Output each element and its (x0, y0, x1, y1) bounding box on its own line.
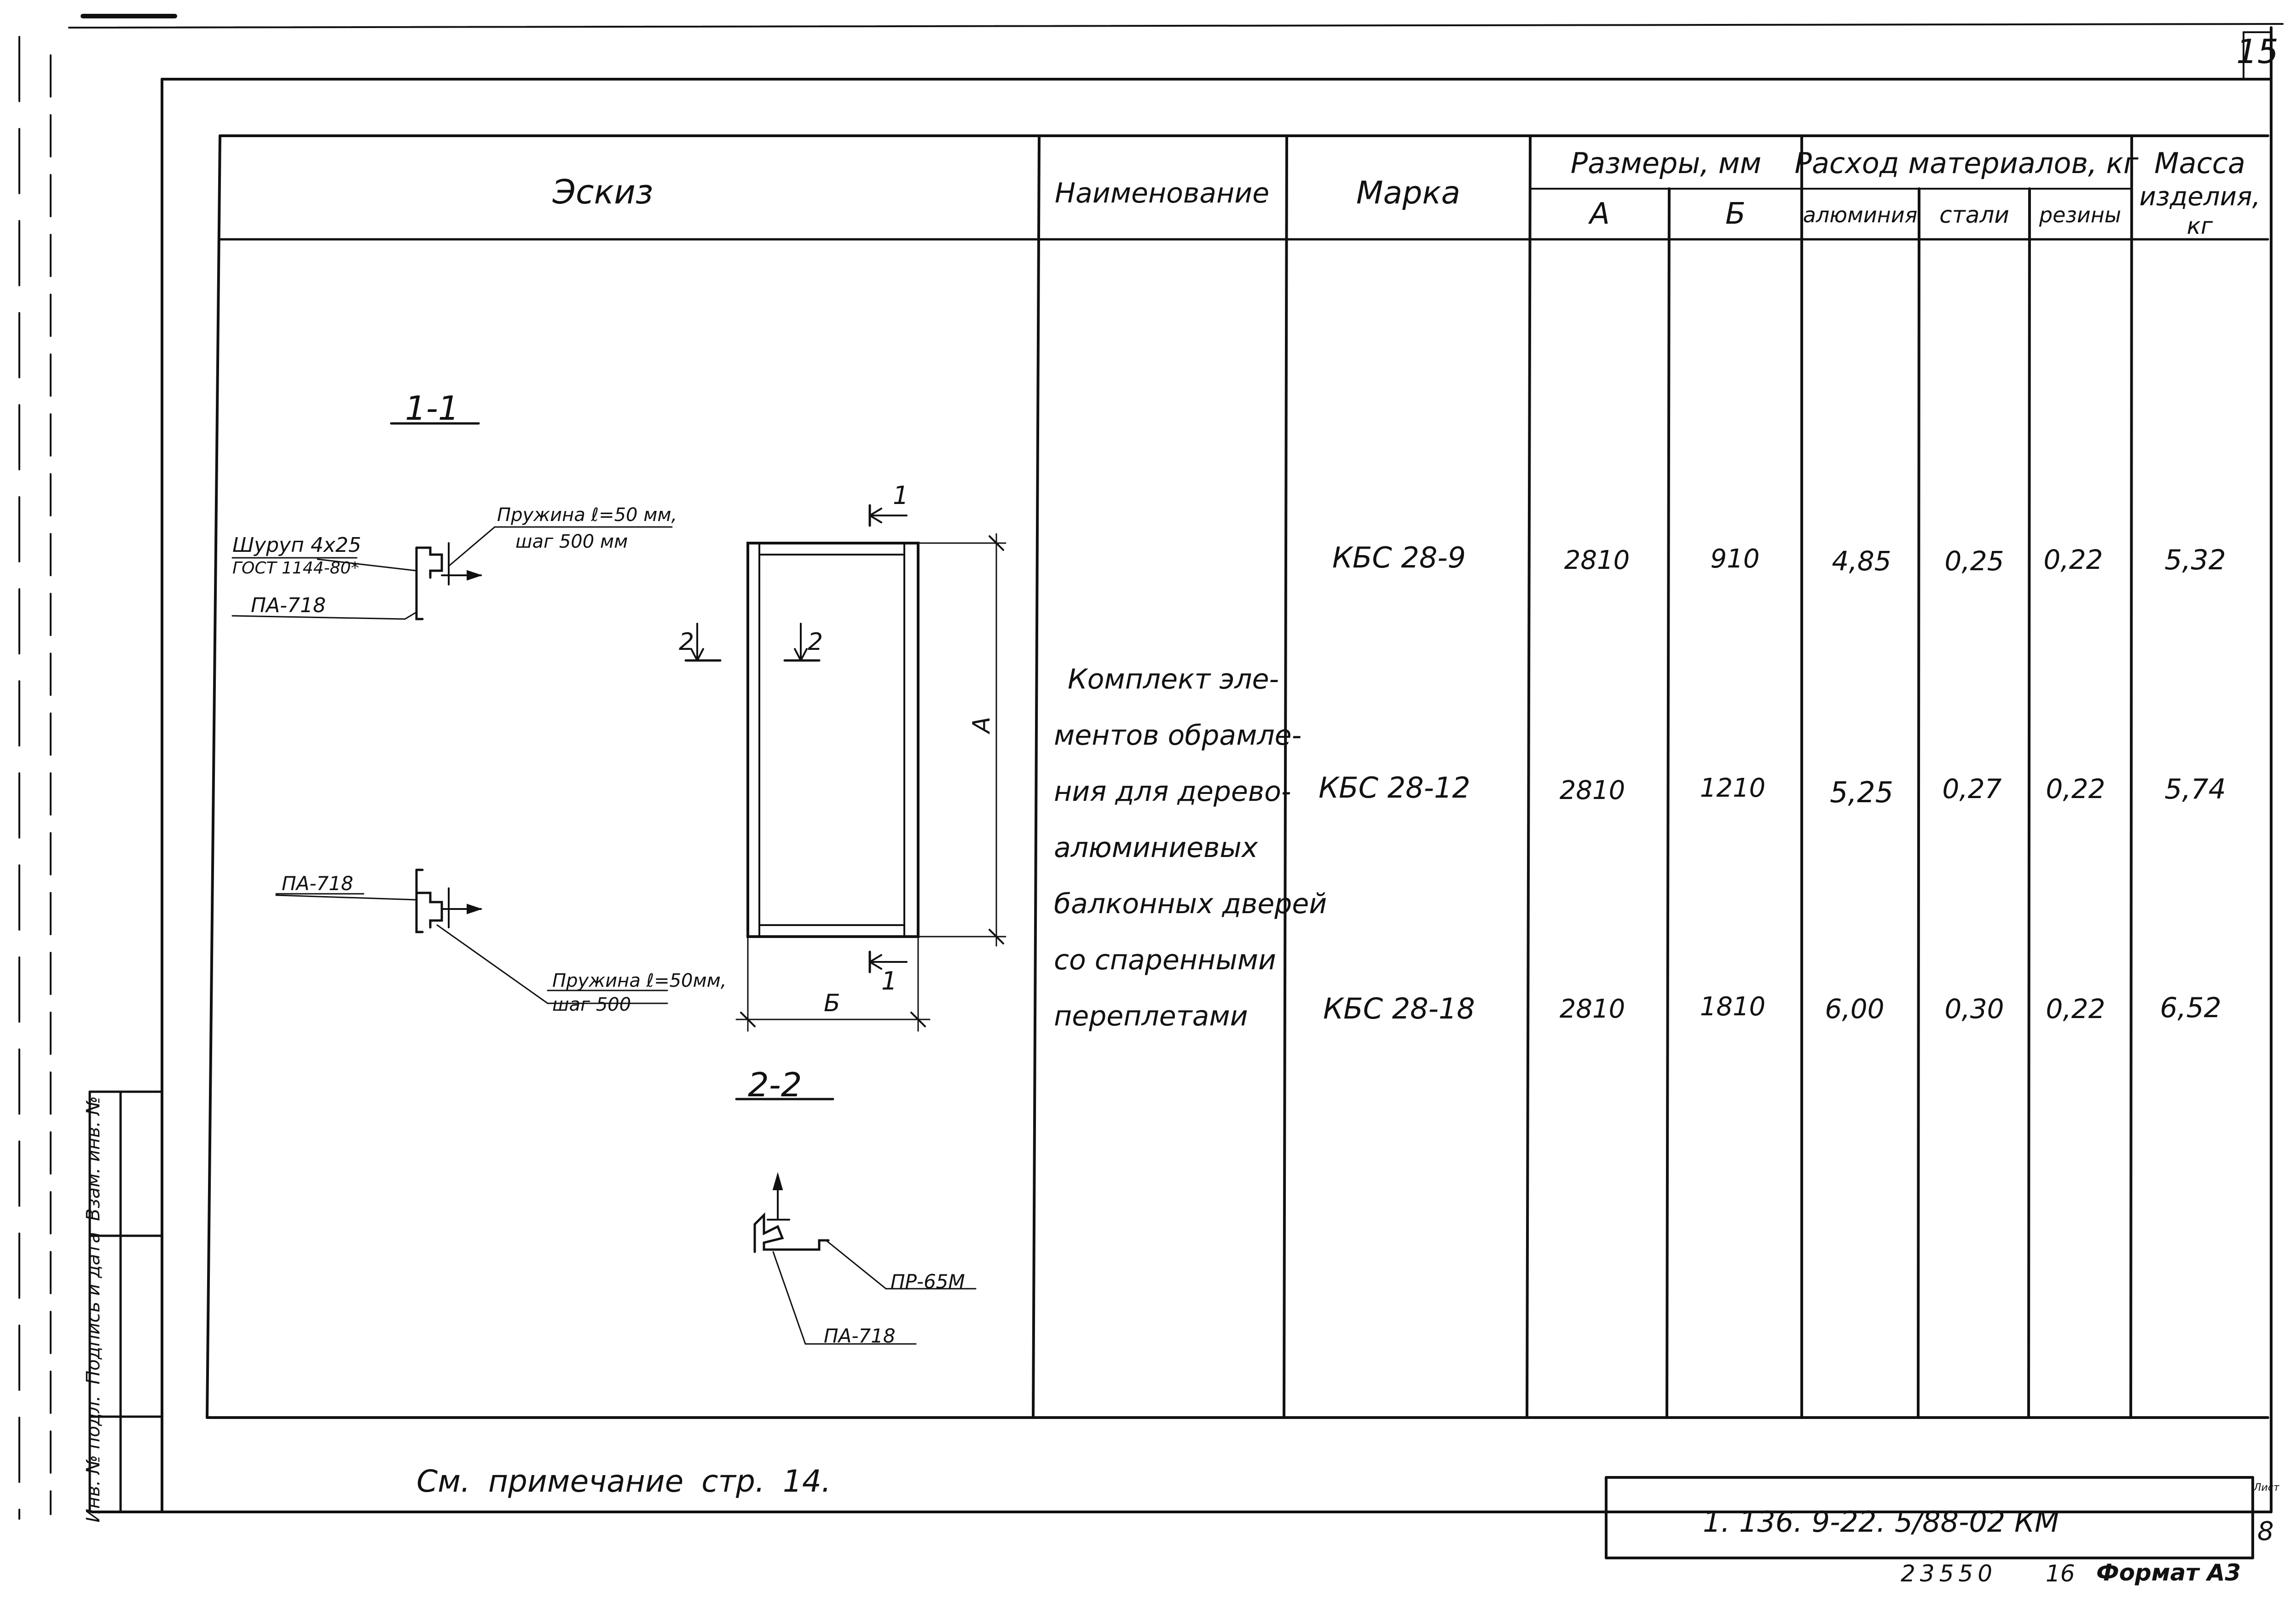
product-name-line: алюминиевых (1054, 832, 1258, 864)
spring-bottom-line: Пружина ℓ=50мм, (552, 970, 727, 991)
document-code: 1. 136. 9-22. 5/88-02 КМ (1703, 1505, 2059, 1539)
screw-label-line: ГОСТ 1144-80* (232, 559, 359, 578)
cell-mass: 5,32 (2164, 544, 2226, 576)
cell-a: 2810 (1559, 776, 1625, 805)
product-name-line: переплетами (1054, 1000, 1248, 1032)
cell-rubber: 0,22 (2046, 773, 2105, 805)
footer-format: Формат А3 (2096, 1559, 2241, 1586)
cut-1-top: 1 (893, 481, 909, 510)
spring-top-line: Пружина ℓ=50 мм, (497, 504, 677, 526)
header-dim-b: Б (1725, 197, 1746, 231)
cell-mass: 6,52 (2160, 992, 2221, 1024)
dimension-b-label: Б (824, 990, 840, 1017)
header-dim-a: А (1590, 197, 1610, 231)
cell-rubber: 0,22 (2043, 544, 2103, 575)
header-mass-1: Масса (2154, 146, 2245, 180)
section-1-1-label: 1-1 (405, 389, 459, 428)
cell-steel: 0,25 (1944, 545, 2004, 577)
cell-a: 2810 (1564, 545, 1630, 575)
stamp-original-inventory: Инв. № подл. (83, 1395, 104, 1523)
stamp-replaced-inventory: Взам. инв. № (83, 1096, 104, 1221)
header-name: Наименование (1054, 177, 1270, 209)
dimension-a-label: А (967, 717, 995, 733)
cut-2-left: 2 (679, 628, 694, 656)
header-mark: Марка (1356, 175, 1461, 211)
note: См. примечание стр. 14. (416, 1464, 831, 1499)
cell-mass: 5,74 (2164, 773, 2226, 805)
cell-mark: КБС 28-9 (1332, 541, 1466, 574)
cell-aluminum: 4,85 (1832, 545, 1891, 577)
header-steel: стали (1939, 202, 2009, 228)
header-dimensions: Размеры, мм (1570, 146, 1762, 180)
stamp-signature-date: Подпись и дата (83, 1232, 104, 1384)
header-rubber: резины (2039, 203, 2122, 227)
header-aluminum: алюминия (1803, 203, 1918, 227)
spring-bottom-line: шаг 500 (552, 994, 631, 1015)
product-name-line: ния для дерево- (1054, 776, 1291, 808)
footer-number: 23550 (1901, 1560, 1997, 1587)
cut-2-right: 2 (808, 628, 823, 656)
spring-top-label: Пружина ℓ=50 мм, шаг 500 мм (497, 502, 677, 555)
section-2-2-label: 2-2 (748, 1065, 802, 1104)
cell-b: 1810 (1700, 992, 1766, 1022)
title-sheet-number: 8 (2257, 1517, 2274, 1546)
spring-bottom-label: Пружина ℓ=50мм, шаг 500 (552, 969, 727, 1017)
cell-a: 2810 (1559, 994, 1625, 1024)
cell-steel: 0,30 (1944, 993, 2004, 1025)
cell-b: 1210 (1700, 773, 1766, 803)
cell-aluminum: 6,00 (1825, 993, 1885, 1025)
cell-mark: КБС 28-12 (1319, 771, 1470, 805)
cell-b: 910 (1710, 544, 1760, 574)
product-name: Комплект эле- ментов обрамле- ния для де… (1054, 651, 1327, 1044)
spring-top-line: шаг 500 мм (515, 531, 628, 552)
cell-steel: 0,27 (1942, 773, 2002, 805)
footer-page: 16 (2046, 1560, 2075, 1587)
header-mass-2: изделия, (2139, 182, 2261, 212)
screw-label: Шуруп 4х25 ГОСТ 1144-80* (232, 534, 361, 580)
product-name-line: Комплект эле- (1068, 663, 1279, 695)
profile-pa718-section: ПА-718 (824, 1325, 896, 1347)
screw-label-line: Шуруп 4х25 (232, 533, 361, 557)
cut-1-bottom: 1 (881, 967, 897, 996)
product-name-line: со спаренными (1054, 944, 1276, 976)
product-name-line: балконных дверей (1054, 888, 1327, 920)
header-materials: Расход материалов, кг (1794, 146, 2139, 180)
header-sketch: Эскиз (552, 173, 654, 211)
profile-pa718-bottom: ПА-718 (282, 872, 353, 895)
cell-mark: КБС 28-18 (1323, 992, 1475, 1025)
header-mass-3: кг (2186, 213, 2213, 239)
product-name-line: ментов обрамле- (1054, 719, 1302, 752)
cell-aluminum: 5,25 (1829, 776, 1894, 809)
profile-pr65m: ПР-65М (891, 1270, 965, 1293)
profile-pa718-top: ПА-718 (251, 594, 326, 617)
sheet-number: 15 (2236, 32, 2279, 71)
title-sheet-label: Лист (2254, 1482, 2279, 1494)
cell-rubber: 0,22 (2046, 993, 2105, 1025)
